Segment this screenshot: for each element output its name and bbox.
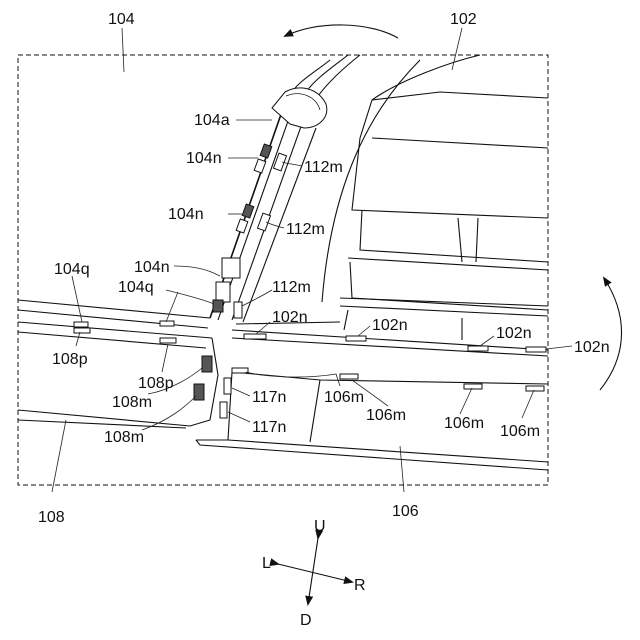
label-102n-2: 102n [372,317,408,334]
label-104n-1: 104n [186,150,222,167]
label-102n-4: 102n [574,339,610,356]
direction-left: L [262,555,271,572]
label-104: 104 [108,11,135,28]
label-106m-1: 106m [324,389,364,406]
label-102: 102 [450,11,477,28]
label-102n-3: 102n [496,325,532,342]
label-104n-2: 104n [168,206,204,223]
label-117n-1: 117n [252,389,286,406]
label-102n-1: 102n [272,309,308,326]
label-106m-2: 106m [366,407,406,424]
direction-indicator: U D L R [262,518,366,629]
label-106m-4: 106m [500,423,540,440]
label-112m-2: 112m [286,221,325,238]
direction-up: U [314,518,326,535]
label-106m-3: 106m [444,415,484,432]
rotation-arrow-top [285,25,398,38]
trim-108 [18,321,218,428]
direction-down: D [300,612,312,629]
label-106: 106 [392,503,419,520]
direction-right: R [354,577,366,594]
label-108p-1: 108p [52,351,88,368]
label-108m-1: 108m [112,394,152,411]
rotation-arrow-right [600,278,622,390]
label-112m-1: 112m [304,159,343,176]
label-104q-2: 104q [118,279,154,296]
label-104n-3: 104n [134,259,170,276]
label-108p-2: 108p [138,375,174,392]
label-104q-1: 104q [54,261,90,278]
label-117n-2: 117n [252,419,286,436]
label-108: 108 [38,509,65,526]
label-112m-3: 112m [272,279,311,296]
label-108m-2: 108m [104,429,144,446]
label-104a: 104a [194,112,230,129]
